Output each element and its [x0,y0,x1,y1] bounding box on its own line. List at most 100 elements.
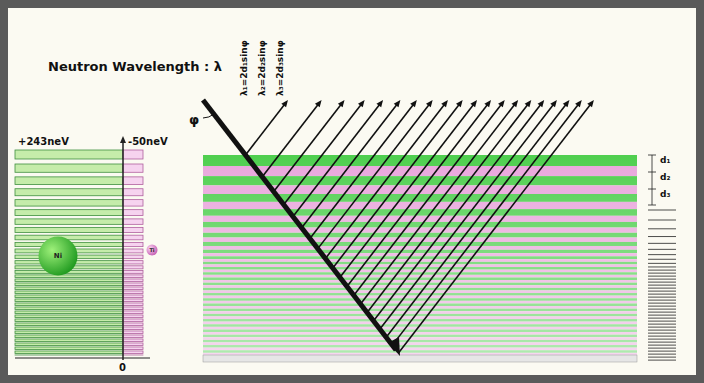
ni-bar [15,335,123,338]
ni-bar [15,291,123,294]
ti-bar [123,343,143,346]
ni-bar [15,200,123,206]
ti-bar [123,351,143,354]
reflected-ray [392,105,578,345]
tick [648,327,676,328]
tick [648,155,656,156]
angle-arc [203,114,214,118]
tick [648,318,676,319]
ti-bar [123,279,143,282]
reflected-ray [245,105,284,155]
reflected-ray [333,105,459,268]
tick [648,309,676,310]
ni-bar [15,295,123,298]
ni-bar [15,164,123,172]
ray-arrowhead [525,100,532,107]
ni-bar [15,189,123,196]
reflected-ray [374,105,541,321]
tick [648,270,676,271]
ray-arrowhead [511,100,518,107]
tick [648,266,676,267]
ti-bar [123,271,143,274]
tick [648,172,656,173]
angle-symbol: φ [189,113,199,127]
energy-label: -50neV [128,136,168,147]
tick [648,360,676,361]
ray-arrowhead [426,100,433,107]
ray-arrowhead [498,100,505,107]
reflected-ray [318,105,429,249]
ni-bar [15,210,123,216]
ni-bar [15,339,123,342]
circle [39,237,78,276]
tick [648,345,676,346]
ti-bar [123,295,143,298]
ni-bar [15,354,123,355]
ni-bar [15,303,123,306]
substrate [203,355,637,362]
ti-bar [123,255,143,259]
tick [648,348,676,349]
tick [648,300,676,301]
tick [648,273,676,274]
ti-bar [123,249,143,253]
tick [648,291,676,292]
tick [648,330,676,331]
tick [648,297,676,298]
ray-arrowhead [394,100,401,107]
ni-bar [15,351,123,354]
thickness-label: d₁ [660,156,670,166]
reflected-ray [361,105,515,304]
tick [648,336,676,337]
tick [648,321,676,322]
ray-arrowhead [410,100,417,107]
ti-bar [123,200,143,206]
ray-arrowhead [358,100,365,107]
tick [648,288,676,289]
ray-arrowhead [587,100,594,107]
thickness-label: d₂ [660,173,670,183]
beam-label: Neutron Wavelength : λ [48,60,222,74]
ni-bar [15,299,123,302]
ni-bar [15,331,123,334]
ni-bar [15,343,123,346]
ray-arrowhead [470,100,477,107]
ray-arrowhead [338,100,345,107]
tick [648,333,676,334]
ni-bar [15,150,123,159]
ray-arrowhead [441,100,448,107]
ray-arrowhead [550,100,557,107]
tick [648,249,676,250]
ti-bar [123,347,143,350]
ni-bar [15,323,123,326]
ray-arrowhead [315,100,322,107]
ni-bar [15,319,123,322]
tick [648,312,676,313]
atom-label: Ni [54,252,62,260]
ni-atom: Ni [38,236,78,276]
ti-bar [123,319,143,322]
tick [648,324,676,325]
ni-bar [15,219,123,224]
ti-bar [123,275,143,278]
ti-bar [123,331,143,334]
ti-bar [123,210,143,216]
tick [648,259,676,260]
ti-bar [123,150,143,159]
ni-bar [15,311,123,314]
tick [648,306,676,307]
tick [648,342,676,343]
ni-bar [15,177,123,185]
tick [648,220,676,221]
axis [15,358,150,359]
tick [648,351,676,352]
ti-bar [123,335,143,338]
ti-bar [123,307,143,310]
ni-bar [15,287,123,290]
ti-bar [123,164,143,172]
ni-bar [15,283,123,286]
ti-bar [123,311,143,314]
ti-bar [123,315,143,318]
bragg-formula: λ₂=2d₂sinφ [258,40,268,96]
